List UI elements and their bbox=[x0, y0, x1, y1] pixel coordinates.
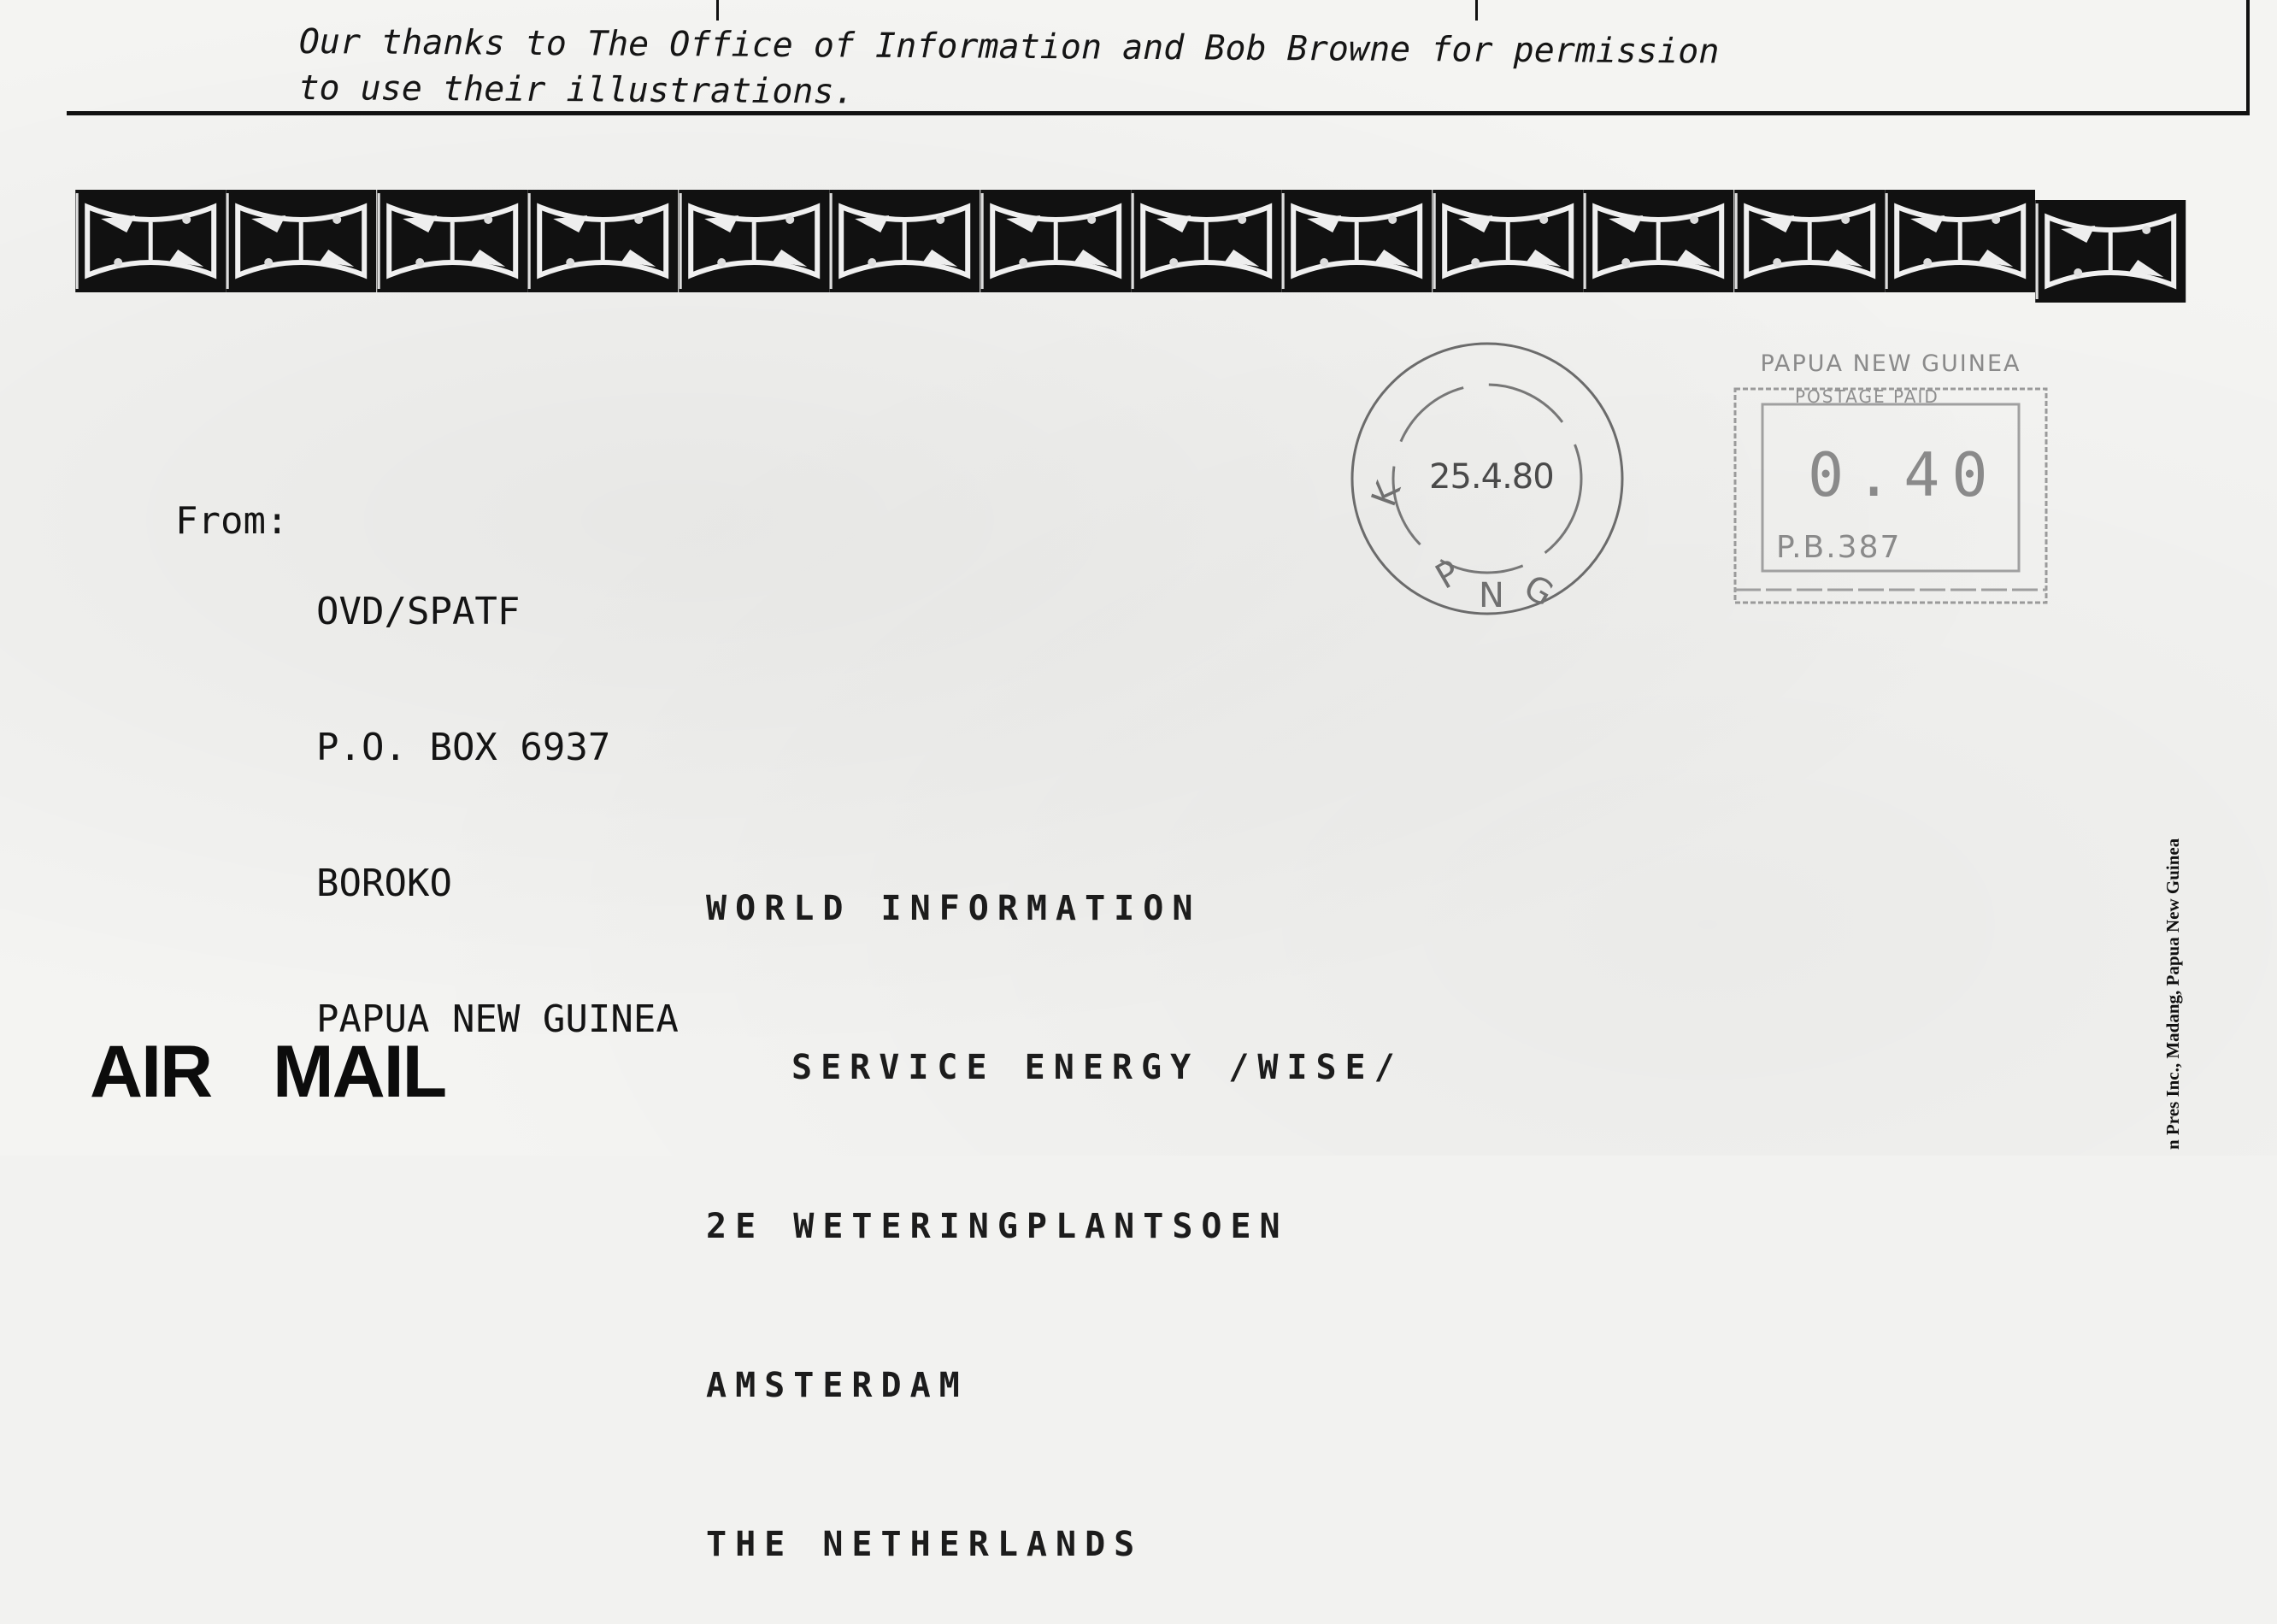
recipient-address: WORLD INFORMATION SERVICE ENERGY /WISE/ … bbox=[706, 776, 1403, 1624]
meter-code: P.B.387 bbox=[1776, 530, 1902, 565]
svg-text:K: K bbox=[1364, 475, 1409, 511]
recipient-line: 2E WETERINGPLANTSOEN bbox=[706, 1207, 1289, 1246]
meter-subtitle: POSTAGE PAID bbox=[1795, 386, 1939, 407]
postmark-stamp: K P N G bbox=[1342, 338, 1633, 620]
top-frame bbox=[67, 0, 2250, 115]
decorative-border-strip bbox=[75, 181, 2186, 309]
printer-credit: n Pres Inc., Madang, Papua New Guinea bbox=[2162, 838, 2183, 1150]
postage-meter-mark bbox=[1732, 346, 2050, 607]
border-tile bbox=[829, 190, 980, 292]
meter-country: PAPUA NEW GUINEA bbox=[1760, 350, 2021, 377]
svg-text:N: N bbox=[1479, 576, 1504, 615]
sender-line: BOROKO bbox=[316, 862, 452, 905]
border-tile bbox=[1733, 190, 1885, 292]
acknowledgement-text: Our thanks to The Office of Information … bbox=[298, 19, 1992, 123]
border-tile bbox=[2035, 200, 2186, 303]
recipient-line: AMSTERDAM bbox=[706, 1366, 968, 1405]
border-tile bbox=[527, 190, 679, 292]
sender-line: P.O. BOX 6937 bbox=[316, 726, 611, 769]
meter-postage-value: 0.40 bbox=[1808, 440, 2000, 510]
border-tile bbox=[1131, 190, 1282, 292]
postmark-date: 25.4.80 bbox=[1429, 457, 1555, 497]
frame-divider bbox=[716, 0, 719, 21]
border-tile bbox=[75, 190, 227, 292]
border-tile bbox=[678, 190, 829, 292]
border-tile bbox=[226, 190, 377, 292]
frame-divider bbox=[1475, 0, 1478, 21]
recipient-line: THE NETHERLANDS bbox=[706, 1525, 1144, 1564]
border-tile bbox=[980, 190, 1131, 292]
border-tile bbox=[1281, 190, 1433, 292]
sender-line: PAPUA NEW GUINEA bbox=[316, 997, 679, 1041]
airmail-label: AIR MAIL bbox=[90, 1031, 447, 1113]
recipient-line: SERVICE ENERGY /WISE/ bbox=[791, 1048, 1403, 1087]
border-tile bbox=[1885, 190, 2036, 292]
border-tile bbox=[1433, 190, 1584, 292]
svg-text:P: P bbox=[1429, 553, 1467, 597]
recipient-line: WORLD INFORMATION bbox=[706, 889, 1202, 928]
border-tile bbox=[1583, 190, 1734, 292]
sender-line: OVD/SPATF bbox=[316, 590, 521, 633]
sender-label: From: bbox=[175, 499, 289, 543]
border-tile bbox=[377, 190, 528, 292]
